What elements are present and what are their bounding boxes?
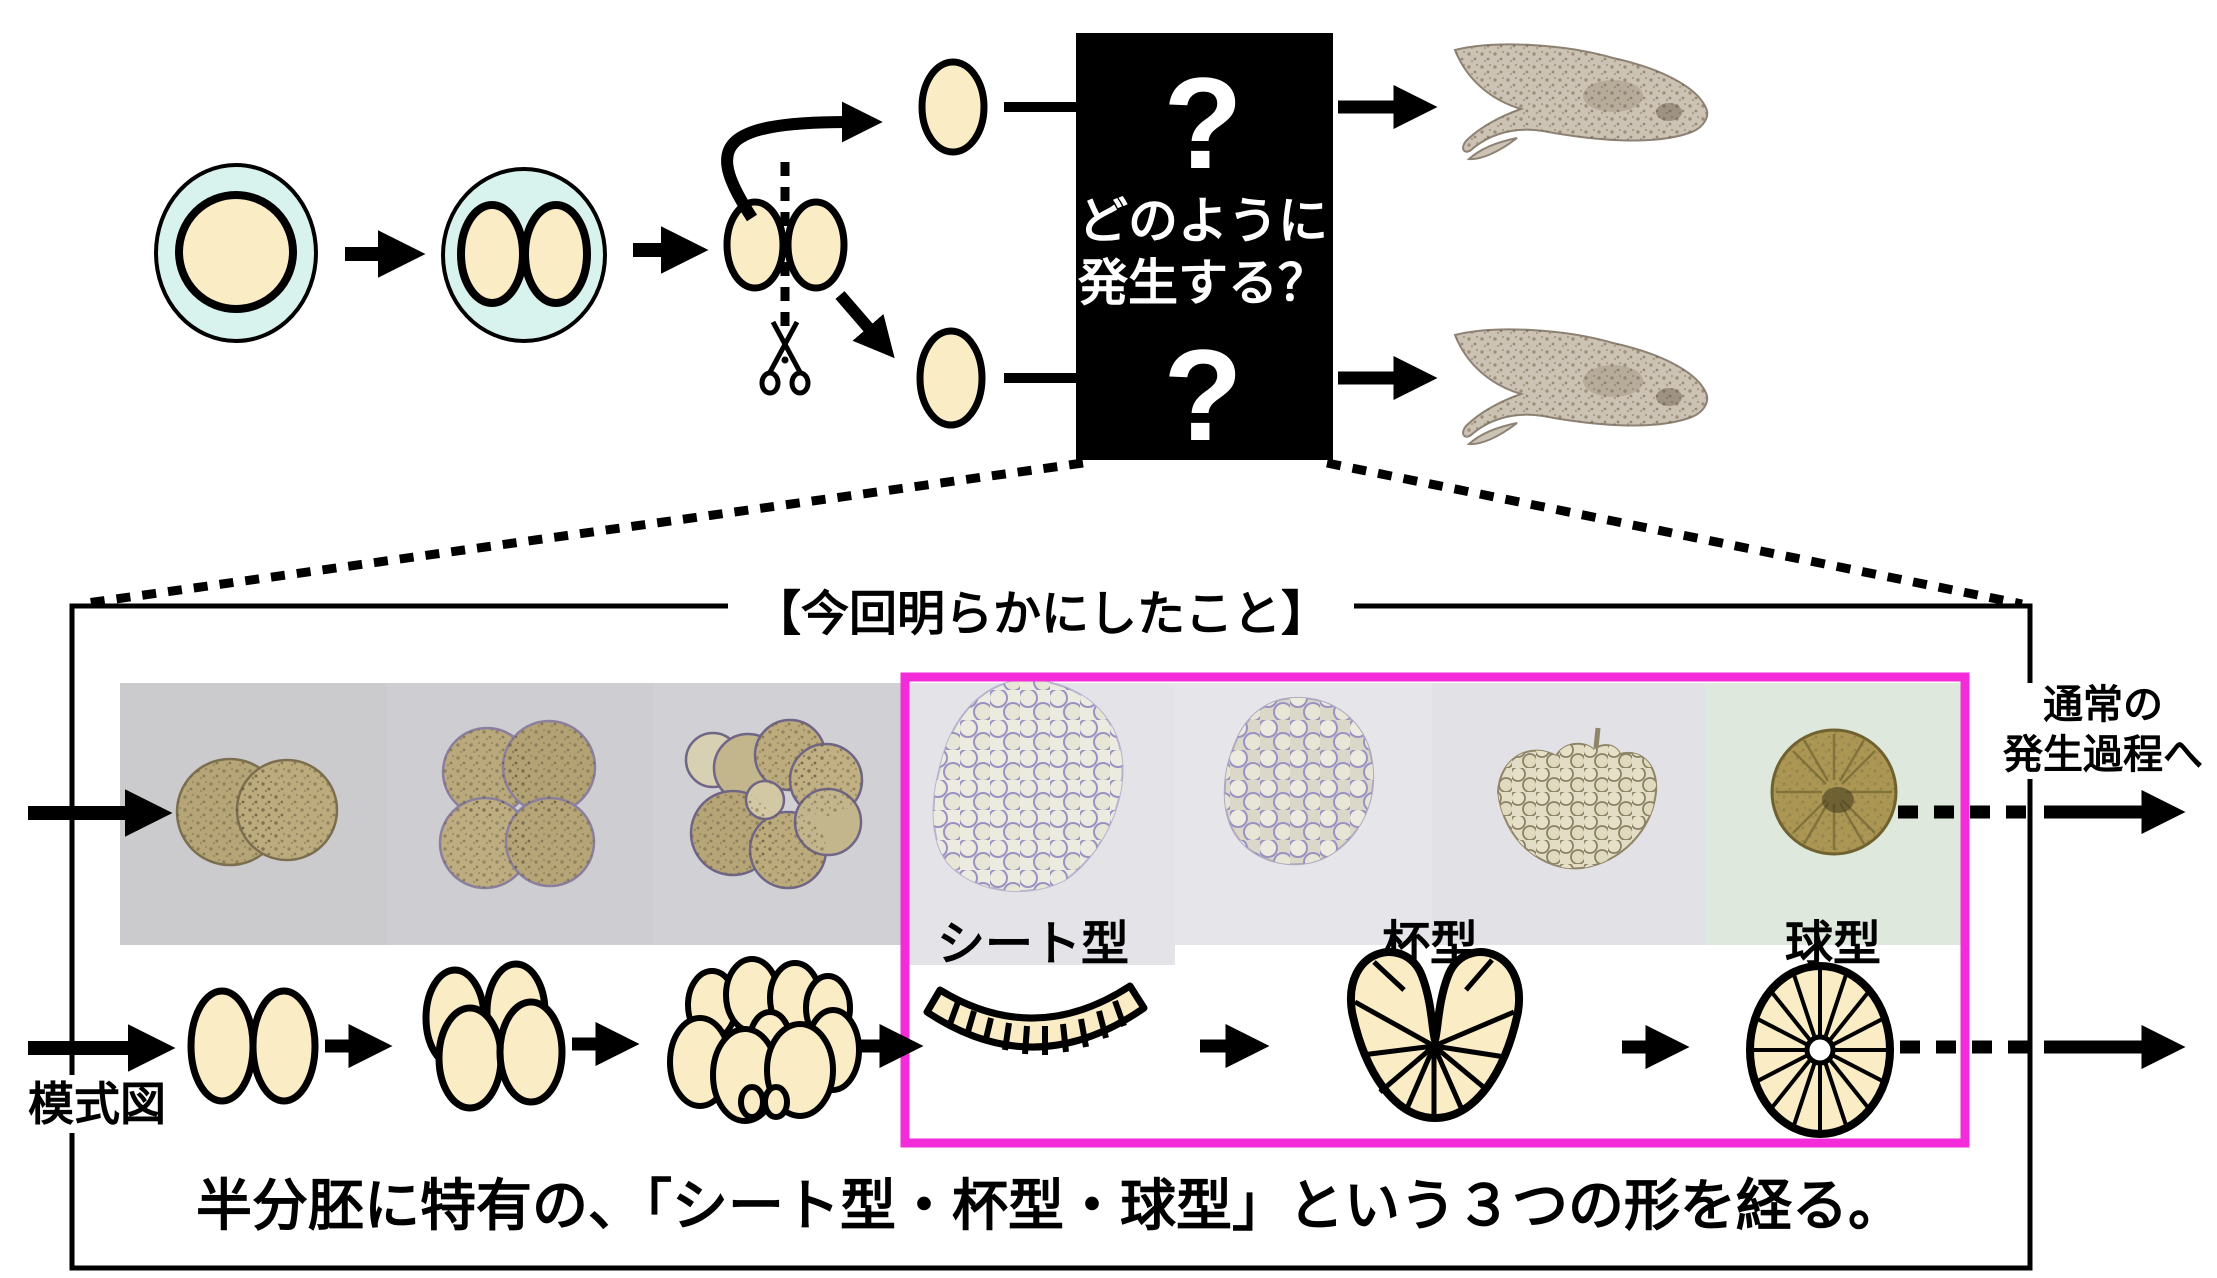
schematic-sphere <box>1746 962 1894 1138</box>
schematic-4cell <box>422 960 566 1112</box>
conclusion-text: 半分胚に特有の、「シート型・杯型・球型」という３つの形を経る。 <box>196 1174 1904 1237</box>
isolated-cell-top <box>918 58 988 156</box>
schematic-cup <box>1346 948 1524 1122</box>
question-box: ? どのように 発生する？ ? <box>1076 33 1333 468</box>
label-sphere-type: 球型 <box>1785 918 1881 971</box>
label-sheet-type: シート型 <box>937 918 1129 971</box>
tadpole-photo-top <box>1454 43 1709 161</box>
highlight-box <box>900 672 1970 1148</box>
schematic-sheet <box>923 982 1148 1055</box>
embryo-sheet-photo <box>932 678 1124 893</box>
zoom-dotted-line-left <box>79 458 1084 609</box>
schematic-morula <box>667 956 862 1124</box>
embryo-8cell <box>684 718 864 890</box>
normal-development-note: 通常の 発生過程へ <box>1986 683 2217 779</box>
tadpole-photo-bottom <box>1454 328 1709 446</box>
zoom-dotted-line-right <box>1326 458 2023 609</box>
embryo-2cell <box>175 757 339 867</box>
embryo-4cell <box>438 719 597 890</box>
curved-arrow <box>721 101 883 222</box>
diagonal-arrow <box>835 291 895 359</box>
embryo-cluster-photo <box>1223 696 1375 866</box>
isolated-cell-bottom <box>916 327 986 429</box>
normal-development-line1: 通常の <box>2043 683 2163 727</box>
schematic-label-group: 模式図 <box>20 1075 180 1133</box>
schematic-row-label: 模式図 <box>28 1078 166 1130</box>
embryo-sphere-photo <box>1770 728 1898 856</box>
result-panel-title: 【今回明らかにしたこと】 <box>753 588 1329 641</box>
question-box-line2: 発生する？ <box>1078 255 1328 311</box>
result-panel-title-group: 【今回明らかにしたこと】 <box>728 582 1354 641</box>
question-mark-bottom: ? <box>1163 322 1242 468</box>
fertilized-egg <box>154 163 318 343</box>
question-mark-top: ? <box>1163 50 1242 196</box>
embryo-cup-photo <box>1496 727 1658 870</box>
question-box-line1: どのように <box>1078 193 1328 249</box>
normal-development-line2: 発生過程へ <box>2003 733 2203 777</box>
two-cell-egg <box>441 167 607 343</box>
schematic-2cell <box>187 987 319 1105</box>
scissors-icon <box>759 320 811 396</box>
micrograph-strip <box>120 678 1965 965</box>
